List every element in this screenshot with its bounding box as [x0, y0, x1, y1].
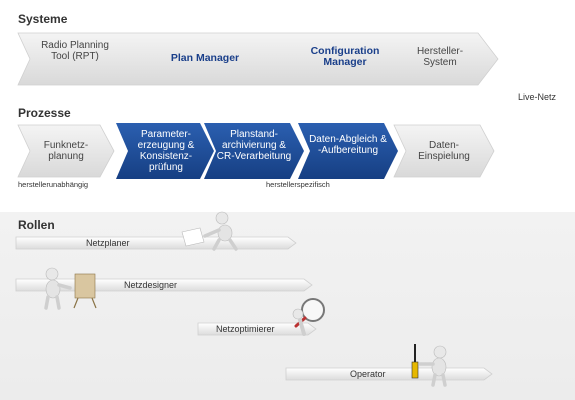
role-label-netzplaner: Netzplaner [86, 238, 130, 248]
prozess-arrow-daten-einspielung [393, 124, 495, 178]
note-herstellerspezifisch: herstellerspezifisch [266, 180, 330, 189]
prozess-label-daten-einspielung: Daten-Einspielung [418, 140, 470, 162]
netzoptimierer-figure-icon [292, 298, 325, 336]
role-label-netzoptimierer: Netzoptimierer [216, 324, 275, 334]
prozess-label-parameter: Parameter-erzeugung & Konsistenz-prüfung [137, 129, 195, 173]
role-arrow-netzoptimierer [197, 322, 317, 336]
role-arrow-operator [285, 367, 493, 381]
system-label-configuration-manager: Configuration Manager [310, 45, 380, 68]
system-label-plan-manager: Plan Manager [170, 52, 240, 64]
section-title-rollen: Rollen [18, 218, 55, 232]
prozess-arrow-parameter [116, 123, 214, 179]
live-netz-label: Live-Netz [518, 92, 557, 102]
netzdesigner-figure-icon [44, 267, 97, 310]
section-title-systeme: Systeme [18, 12, 68, 26]
prozess-label-daten-abgleich: Daten-Abgleich & -Aufbereitung [309, 134, 387, 156]
section-title-prozesse: Prozesse [18, 106, 71, 120]
prozess-arrow-funknetz [17, 124, 115, 178]
role-arrow-netzplaner [15, 236, 297, 250]
netzplaner-figure-icon [181, 211, 238, 251]
note-herstellerunabhaengig: herstellerunabhängig [18, 180, 89, 189]
prozess-arrow-planstand [204, 123, 304, 179]
role-label-netzdesigner: Netzdesigner [124, 280, 178, 290]
systeme-arrow [17, 32, 499, 86]
prozess-arrow-daten-abgleich [298, 123, 398, 179]
prozess-label-planstand: Planstand-archivierung & CR-Verarbeitung [216, 129, 292, 162]
prozess-label-funknetz: Funknetz-planung [43, 140, 89, 162]
operator-figure-icon [411, 344, 447, 387]
system-label-hersteller: Hersteller-System [416, 46, 464, 68]
role-label-operator: Operator [350, 369, 386, 379]
system-label-rpt: Radio Planning Tool (RPT) [41, 40, 109, 62]
